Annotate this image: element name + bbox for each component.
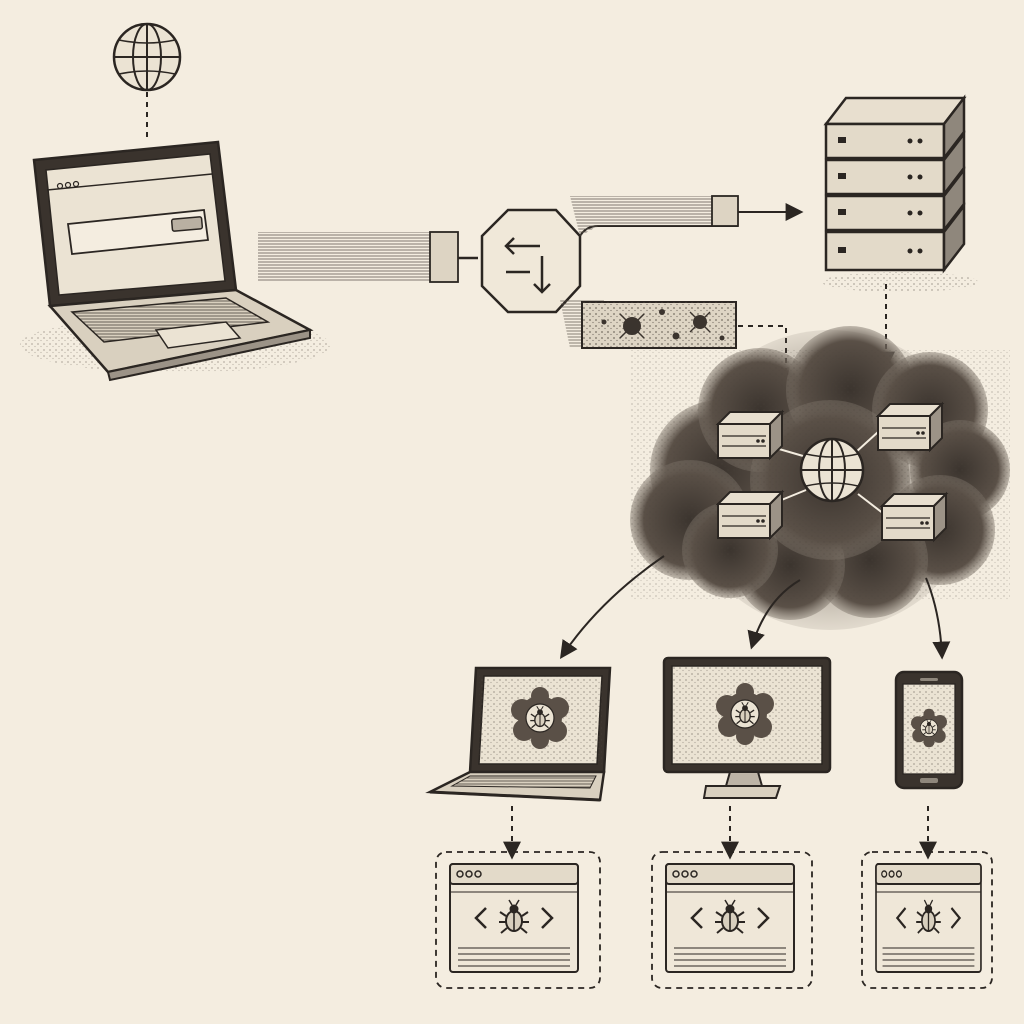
- browser-window-monitor: [651, 851, 813, 989]
- cloud-server-node: [717, 411, 783, 459]
- keyboard: [70, 297, 271, 343]
- switch-node: [480, 208, 582, 314]
- source-laptop: [20, 140, 330, 382]
- virus-particle-icon: [601, 309, 725, 341]
- spread-arrow-laptop: [559, 555, 665, 659]
- spread-arrow-monitor: [747, 579, 801, 650]
- source-globe-icon: [112, 22, 182, 92]
- browser-window-laptop: [435, 851, 601, 989]
- victim-phone: [894, 670, 964, 790]
- trackpad: [154, 321, 242, 349]
- server-rack: [822, 94, 978, 292]
- browser-window-phone: [861, 851, 993, 989]
- infected-cloud: [630, 326, 1010, 630]
- go-button-icon: [170, 216, 204, 232]
- spread-arrow-phone: [925, 577, 951, 660]
- cloud-server-node: [877, 403, 943, 451]
- flow-switch-to-server: [570, 195, 804, 237]
- flow-laptop-to-switch: [258, 231, 478, 283]
- cloud-globe-icon: [799, 437, 865, 503]
- swap-arrows-icon: [504, 237, 551, 294]
- victim-laptop: [425, 666, 612, 802]
- cloud-server-node: [881, 493, 947, 541]
- victim-monitor: [662, 656, 832, 799]
- flow-switch-to-cloud-infected: [560, 300, 795, 394]
- cloud-server-node: [717, 491, 783, 539]
